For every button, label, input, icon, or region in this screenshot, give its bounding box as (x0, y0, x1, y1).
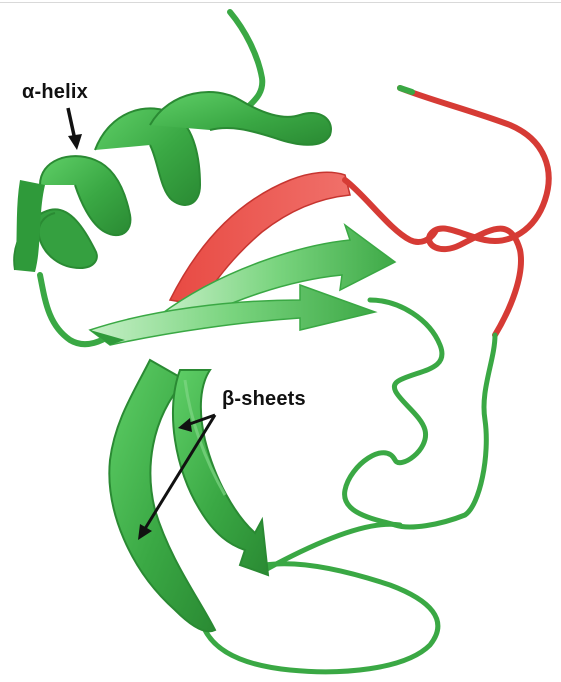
beta-sheets-label: β-sheets (222, 388, 306, 411)
alpha-helix-label: α-helix (22, 81, 88, 104)
red-coil (400, 88, 549, 335)
right-loop-coil (345, 300, 495, 527)
top-coil (230, 12, 262, 105)
alpha-helix-arrow (68, 108, 82, 150)
bottom-loop-coil (205, 564, 438, 672)
